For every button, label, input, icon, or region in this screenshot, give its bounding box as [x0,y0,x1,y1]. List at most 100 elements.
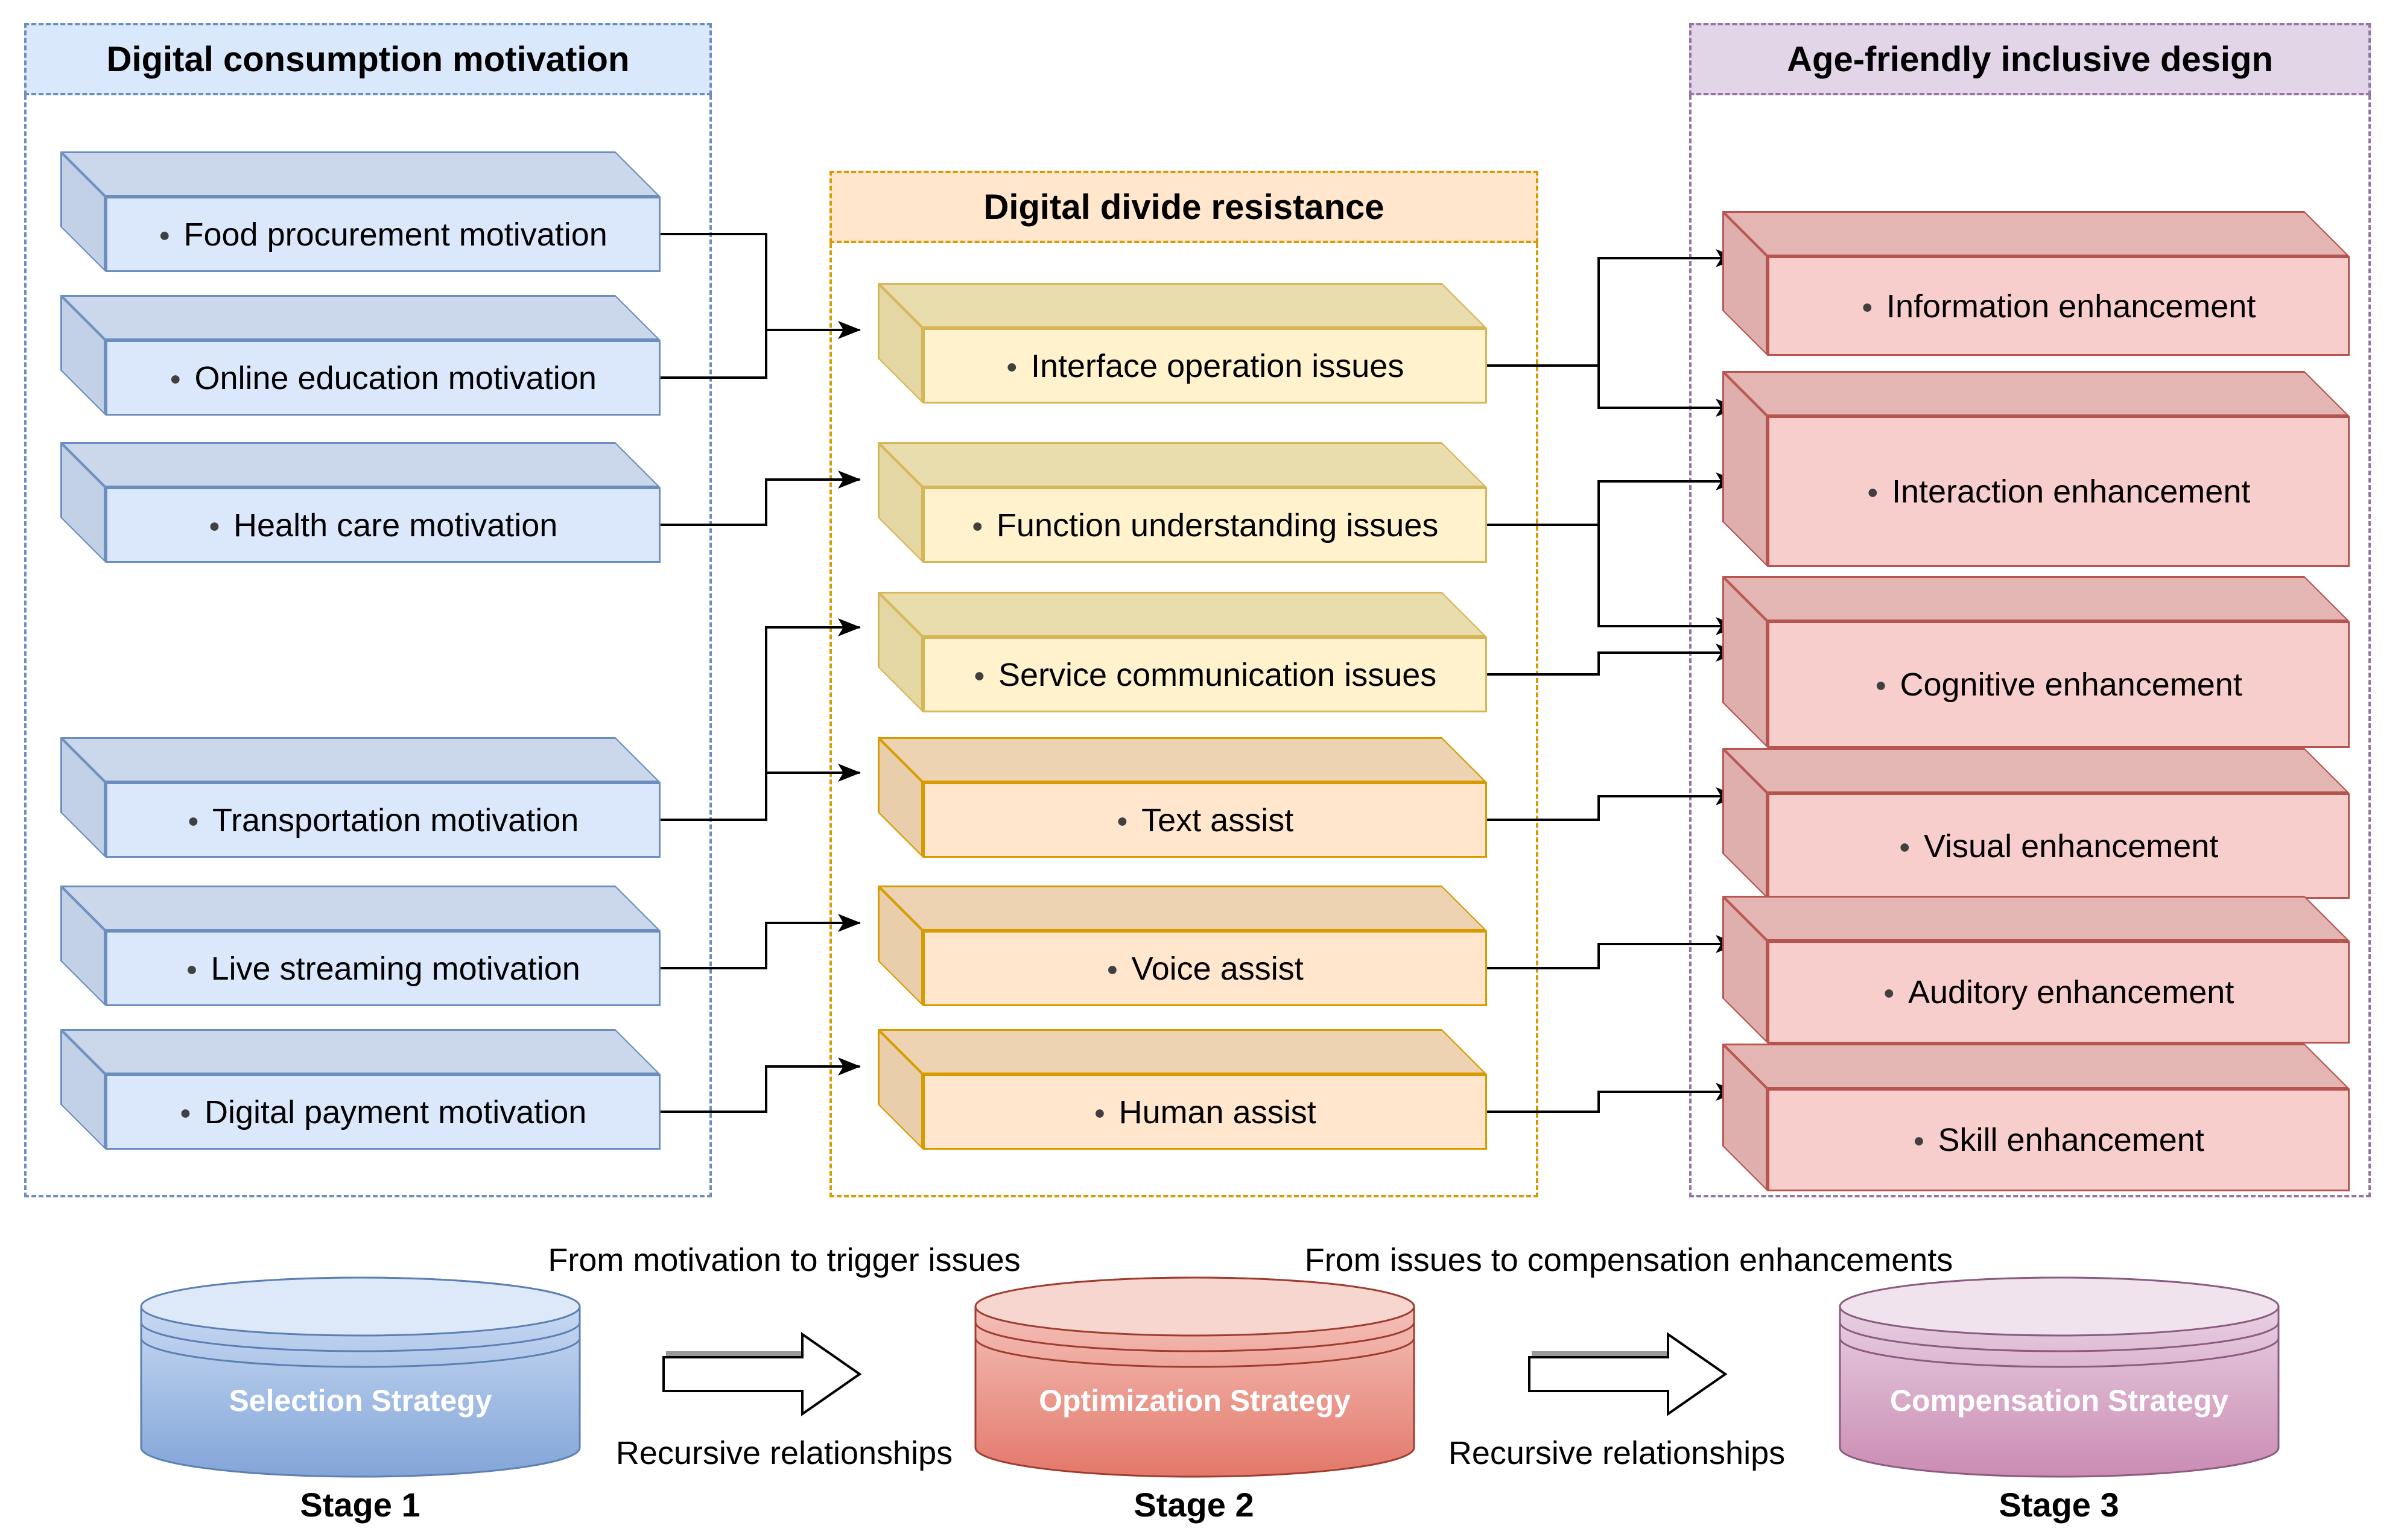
cylinder-shape [1839,1276,2280,1478]
box-3d-front-face: ● Visual enhancement [1768,793,2350,899]
block-arrow-stage2-to-stage3 [1528,1332,1728,1416]
cylinder-shape [140,1276,581,1478]
box-service-communication-issues: ● Service communication issues [878,592,1487,712]
recursive-relationships-label-2: Recursive relationships [1448,1435,1786,1471]
box-human-assist: ● Human assist [878,1029,1487,1150]
box-3d-top-face [1722,371,2350,416]
box-3d-top-face [878,442,1487,487]
box-3d-front-face: ● Live streaming motivation [106,931,661,1006]
box-label: Health care motivation [233,507,558,543]
box-skill-enhancement: ● Skill enhancement [1722,1044,2350,1191]
block-arrow-stage1-to-stage2 [662,1332,862,1416]
connector-health-to-function [661,471,861,526]
box-3d-top-face [878,592,1487,637]
bullet-icon: ● [971,514,983,536]
bullet-icon: ● [159,223,171,246]
cylinder-selection-strategy: Selection Strategy [139,1274,582,1479]
box-3d-front-face: ● Online education motivation [106,340,661,416]
box-3d-top-face [878,1029,1487,1074]
connector-interface-to-information [1487,249,1739,367]
connector-food-online-bracket [661,233,767,379]
box-3d-top-face [60,295,661,340]
box-cognitive-enhancement: ● Cognitive enhancement [1722,576,2350,748]
cylinder-compensation-strategy: Compensation Strategy [1838,1274,2281,1479]
bullet-icon: ● [1913,1129,1925,1151]
cylinder-label: Selection Strategy [229,1384,492,1418]
box-3d-top-face [60,1029,661,1074]
box-label: Live streaming motivation [211,950,580,987]
cylinder-shape [974,1276,1415,1478]
box-label: Online education motivation [194,360,597,396]
box-3d-top-face [1722,896,2350,941]
panel-header-right: Age-friendly inclusive design [1689,23,2371,95]
box-interface-operation-issues: ● Interface operation issues [878,283,1487,404]
box-3d-front-face: ● Service communication issues [923,637,1487,712]
box-auditory-enhancement: ● Auditory enhancement [1722,896,2350,1044]
box-live-streaming-motivation: ● Live streaming motivation [60,886,661,1006]
stage-2-label: Stage 2 [1134,1486,1254,1524]
box-3d-top-face [1722,748,2350,793]
box-3d-top-face [878,737,1487,782]
box-label: Cognitive enhancement [1900,667,2242,703]
connector-payment-to-human [661,1057,861,1113]
bullet-icon: ● [1106,957,1118,980]
box-label: Function understanding issues [996,507,1439,543]
box-3d-front-face: ● Skill enhancement [1768,1089,2350,1191]
stage-3-label: Stage 3 [1999,1486,2119,1524]
cylinder-optimization-strategy: Optimization Strategy [973,1274,1416,1479]
box-3d-front-face: ● Auditory enhancement [1768,941,2350,1044]
panel-title-right: Age-friendly inclusive design [1787,39,2273,79]
box-3d-front-face: ● Information enhancement [1768,256,2350,356]
connector-human-to-skill [1487,1083,1739,1113]
box-function-understanding-issues: ● Function understanding issues [878,442,1487,563]
box-3d-front-face: ● Food procurement motivation [106,197,661,272]
flow-label-issues-to-enhancements: From issues to compensation enhancements [1304,1242,1953,1278]
bullet-icon: ● [1866,481,1879,502]
box-label: Transportation motivation [212,802,579,838]
box-transportation-motivation: ● Transportation motivation [60,737,661,858]
box-label: Information enhancement [1886,288,2256,325]
box-label: Text assist [1141,802,1294,838]
box-label: Service communication issues [998,656,1437,693]
bullet-icon: ● [1094,1101,1106,1123]
bullet-icon: ● [179,1101,192,1123]
box-3d-front-face: ● Digital payment motivation [106,1074,661,1150]
connector-interface-to-interaction [1597,366,1739,417]
box-label: Auditory enhancement [1908,974,2234,1010]
flow-label-motivation-to-issues: From motivation to trigger issues [548,1242,1021,1278]
bullet-icon: ● [186,957,198,980]
bullet-icon: ● [1875,674,1887,696]
bullet-icon: ● [1006,355,1018,377]
box-3d-top-face [1722,576,2350,621]
box-3d-top-face [60,886,661,931]
bullet-icon: ● [187,809,200,831]
bullet-icon: ● [1883,981,1895,1003]
panel-header-middle: Digital divide resistance [829,171,1538,243]
panel-title-left: Digital consumption motivation [106,39,630,79]
stage-1-label: Stage 1 [300,1486,420,1524]
box-health-care-motivation: ● Health care motivation [60,442,661,563]
box-label: Food procurement motivation [183,216,607,253]
panel-title-middle: Digital divide resistance [983,187,1384,227]
bullet-icon: ● [170,367,182,389]
box-3d-front-face: ● Human assist [923,1074,1487,1150]
box-3d-front-face: ● Interaction enhancement [1768,416,2350,567]
bullet-icon: ● [208,514,221,536]
box-3d-top-face [1722,211,2350,256]
box-label: Interface operation issues [1030,347,1404,384]
cylinder-label: Compensation Strategy [1889,1384,2229,1418]
box-3d-front-face: ● Health care motivation [106,487,661,563]
connector-function-to-cognitive [1597,525,1739,635]
box-3d-front-face: ● Cognitive enhancement [1768,621,2350,748]
box-label: Digital payment motivation [205,1094,587,1130]
box-3d-front-face: ● Interface operation issues [923,328,1487,404]
box-3d-top-face [60,737,661,782]
connector-text-to-visual [1487,787,1739,821]
box-food-procurement-motivation: ● Food procurement motivation [60,151,661,272]
bullet-icon: ● [973,664,986,686]
box-visual-enhancement: ● Visual enhancement [1722,748,2350,899]
box-digital-payment-motivation: ● Digital payment motivation [60,1029,661,1150]
box-label: Interaction enhancement [1891,474,2251,510]
